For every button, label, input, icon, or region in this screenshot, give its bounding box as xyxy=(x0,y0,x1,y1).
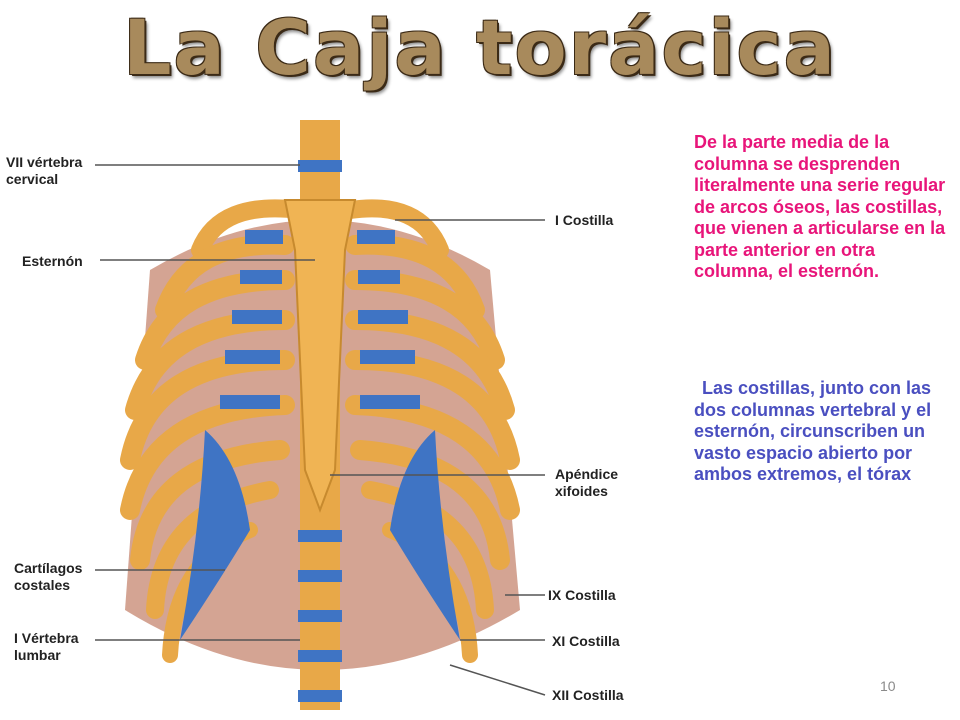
rib-cage-illustration: VII vértebra cervical Esternón I Costill… xyxy=(0,110,670,720)
label-costilla-12: XII Costilla xyxy=(552,687,624,703)
paragraph-torax: Las costillas, junto con las dos columna… xyxy=(694,378,932,484)
rib-cage-drawing xyxy=(95,120,546,710)
label-vertebra-lumbar: I Vértebra lumbar xyxy=(14,630,79,663)
label-apendice-xifoides: Apéndice xifoides xyxy=(555,466,619,499)
page-number: 10 xyxy=(880,678,896,694)
label-costilla-9: IX Costilla xyxy=(548,587,616,603)
label-vertebra-cervical: VII vértebra cervical xyxy=(6,154,83,187)
paragraph-costillas: De la parte media de la columna se despr… xyxy=(694,132,946,281)
label-cartilagos-costales: Cartílagos costales xyxy=(14,560,83,593)
rib-cage-svg xyxy=(95,120,546,710)
label-costilla-1: I Costilla xyxy=(555,212,614,228)
label-esternon: Esternón xyxy=(22,253,83,269)
label-costilla-11: XI Costilla xyxy=(552,633,620,649)
slide-title: La Caja torácica xyxy=(123,3,837,92)
